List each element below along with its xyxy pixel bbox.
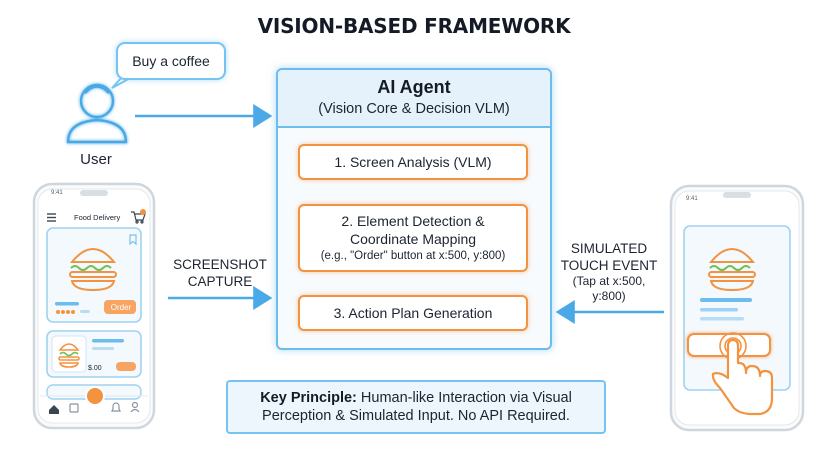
left-phone-order-button: Order (110, 303, 132, 312)
bookmark-icon (129, 234, 137, 246)
home-icon (49, 405, 59, 414)
simulated-touch-line1: SIMULATED (570, 241, 648, 256)
step-screen-analysis: 1. Screen Analysis (VLM) (298, 144, 528, 180)
simulated-touch-label: SIMULATED TOUCH EVENT (Tap at x:500, y:8… (553, 240, 665, 304)
left-phone-price: $.00 (88, 365, 102, 372)
simulated-touch-line3: (Tap at x:500, (572, 274, 646, 288)
profile-icon (130, 401, 140, 413)
step-3-label: 3. Action Plan Generation (333, 305, 493, 321)
burger-icon (708, 248, 756, 292)
calendar-icon (69, 403, 79, 413)
key-principle-text: Key Principle: Human-like Interaction vi… (228, 389, 604, 425)
screenshot-capture-line2: CAPTURE (187, 274, 253, 289)
ai-agent-subtitle: (Vision Core & Decision VLM) (318, 101, 510, 117)
simulated-touch-line2: TOUCH EVENT (560, 258, 658, 273)
key-principle-box: Key Principle: Human-like Interaction vi… (226, 380, 606, 434)
hand-tap-icon (711, 338, 774, 416)
ai-agent-title: AI Agent (377, 77, 451, 97)
rating-stars (56, 310, 75, 314)
step-1-label: 1. Screen Analysis (VLM) (334, 154, 492, 170)
left-phone-app-title: Food Delivery (74, 213, 121, 222)
step-2-label-line1: 2. Element Detection & (341, 213, 485, 229)
user-label: User (80, 151, 112, 168)
step-2-detail: (e.g., "Order" button at x:500, y:800) (320, 250, 506, 262)
burger-icon (69, 248, 117, 292)
left-phone-time: 9:41 (51, 190, 63, 196)
left-phone (32, 182, 156, 430)
diagram-title: VISION-BASED FRAMEWORK (257, 14, 571, 38)
step-action-plan: 3. Action Plan Generation (298, 295, 528, 331)
cart-tab-icon (85, 386, 105, 406)
menu-icon (47, 213, 56, 222)
speech-bubble: Buy a coffee (116, 42, 226, 80)
key-principle-body: Human-like Interaction via Visual Percep… (262, 390, 572, 424)
simulated-touch-line4: y:800) (592, 289, 626, 303)
speech-text: Buy a coffee (132, 53, 210, 69)
right-phone (669, 184, 805, 432)
ai-agent-header: AI Agent (Vision Core & Decision VLM) (278, 70, 550, 128)
screenshot-capture-line1: SCREENSHOT (173, 257, 267, 272)
right-phone-time: 9:41 (686, 196, 698, 202)
key-principle-heading: Key Principle: (260, 390, 357, 406)
user-icon (66, 83, 128, 144)
step-element-detection: 2. Element Detection & Coordinate Mappin… (298, 204, 528, 272)
screenshot-capture-label: SCREENSHOT CAPTURE (170, 256, 270, 290)
step-2-label-line2: Coordinate Mapping (349, 231, 477, 247)
bell-icon (111, 402, 121, 412)
